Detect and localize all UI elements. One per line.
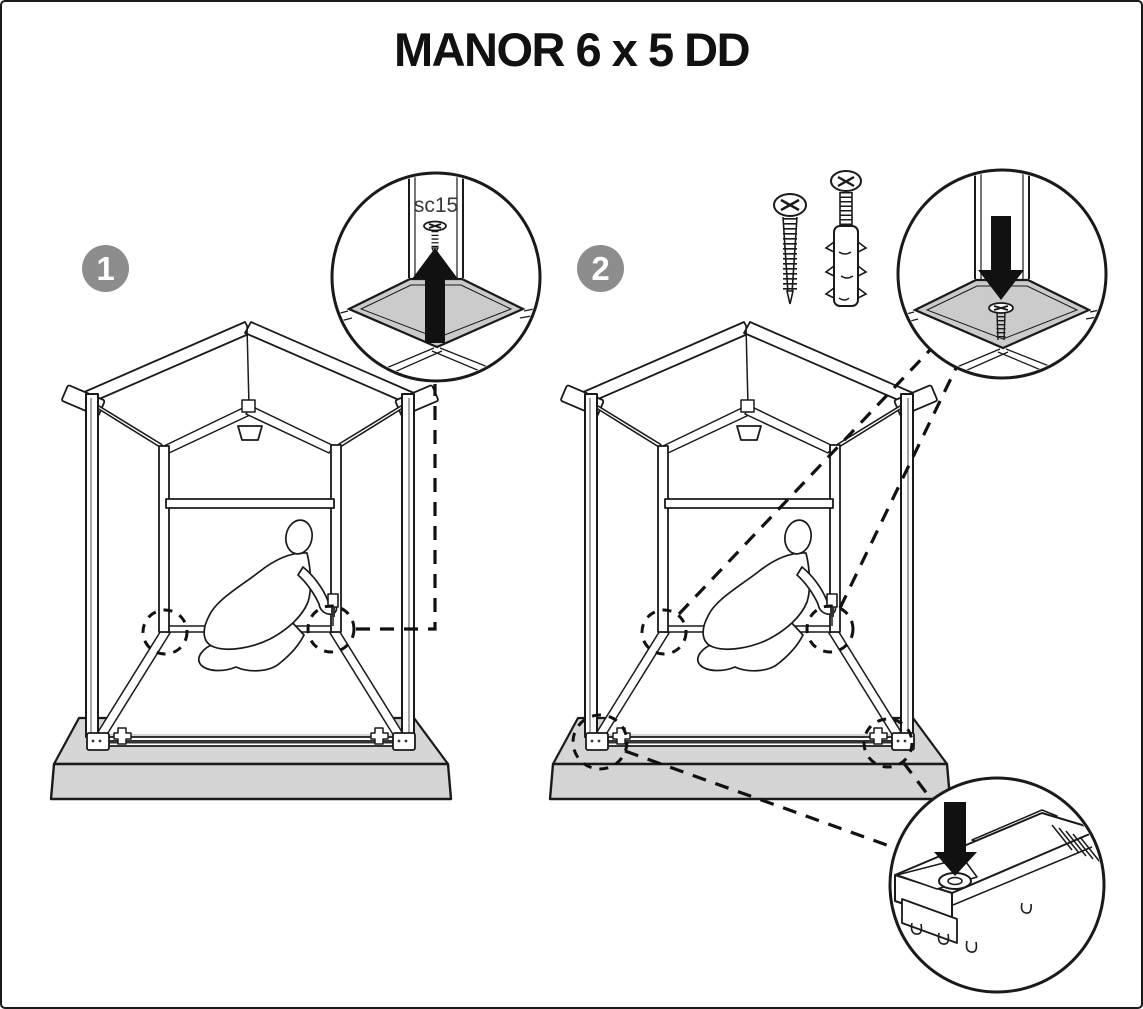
step2-shed-drawing <box>548 320 958 850</box>
screw-in-plate-icon <box>988 302 1014 341</box>
down-arrow-icon <box>934 802 977 876</box>
step1-shed-drawing <box>49 320 453 801</box>
shed-frame <box>548 320 952 801</box>
part-label-sc15: sc15 <box>414 194 458 217</box>
up-arrow-icon <box>412 248 458 343</box>
step1-number: 1 <box>96 249 115 287</box>
down-arrow-icon <box>978 216 1024 300</box>
step2-callout-leaders <box>624 348 958 850</box>
hardware-icons <box>773 170 868 307</box>
shed-frame <box>49 320 453 801</box>
step2-badge: 2 <box>577 245 624 292</box>
step1-badge: 1 <box>82 245 129 292</box>
step2-number: 2 <box>591 249 610 287</box>
plate-hole <box>427 330 443 340</box>
step2-plate-callout <box>896 168 1108 380</box>
screw-with-wall-plug-icon <box>824 170 868 307</box>
wood-screw-icon <box>773 193 807 305</box>
step1-detail-callout: sc15 <box>330 171 542 383</box>
step2-corner-markers <box>571 604 914 771</box>
step2-base-corner-callout <box>888 776 1106 994</box>
step1-corner-markers <box>141 604 356 656</box>
step1-callout-leader <box>356 384 437 631</box>
page-title: MANOR 6 x 5 DD <box>393 23 751 76</box>
